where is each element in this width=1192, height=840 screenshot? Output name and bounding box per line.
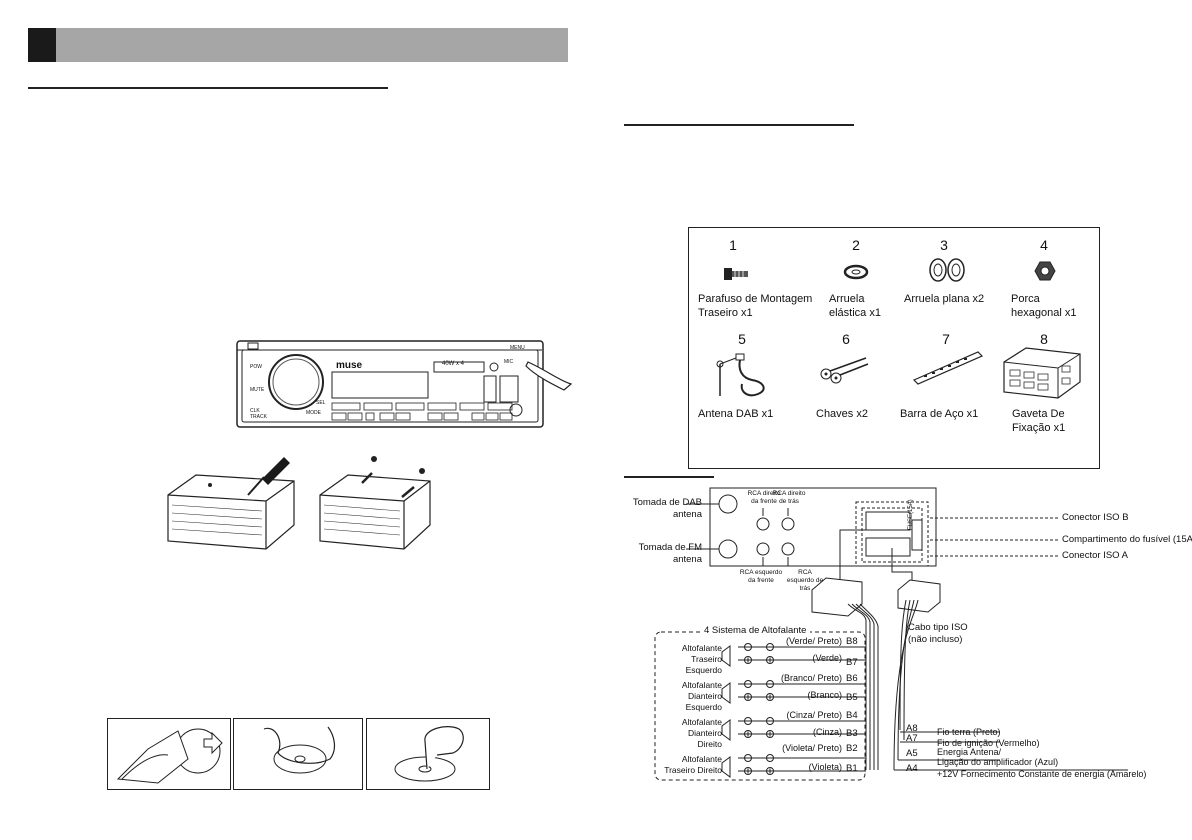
accessory-number: 7 — [942, 331, 950, 347]
fuse-compartment-label: Compartimento do fusível (15A) — [1062, 534, 1192, 545]
wire-color-label: (Cinza/ Preto) — [786, 710, 842, 720]
section-header-bar — [28, 28, 568, 62]
left-section-rule — [28, 87, 388, 89]
wire-color-label: (Verde) — [812, 653, 842, 663]
flat-washer-icon — [928, 256, 968, 284]
power-wire-label: Fio terra (Preto) — [937, 727, 1001, 737]
wire-color-label: (Violeta/ Preto) — [782, 743, 842, 753]
accessory-number: 3 — [940, 237, 948, 253]
disc-handling-panel-1 — [107, 718, 231, 790]
radio-menu-label: MENU — [510, 345, 525, 351]
rca-rear-right-label: RCA direito de trás — [772, 490, 806, 505]
steel-bar-icon — [912, 348, 984, 388]
power-wire-label: Fio de ignição (Vermelho) — [937, 738, 1040, 748]
radio-button-clk: CLK TRACK — [250, 408, 267, 420]
pin-label: B4 — [846, 710, 858, 721]
speaker-name: Altofalante Traseiro Direito — [664, 754, 722, 775]
accessory-label: Chaves x2 — [816, 408, 868, 420]
radio-button-sel: SEL — [316, 400, 326, 406]
iso-cable-label: Cabo tipo ISO — [908, 622, 968, 633]
radio-button-mode: MODE — [306, 410, 321, 416]
accessory-label: Gaveta De Fixação x1 — [1012, 408, 1066, 434]
spring-washer-icon — [842, 262, 870, 282]
power-wire-label: Ligação do amplificador (Azul) — [937, 757, 1059, 767]
pin-label: B7 — [846, 657, 858, 668]
speaker-name: Altofalante Dianteiro Esquerdo — [681, 680, 722, 712]
mounting-sleeve-icon — [1002, 346, 1082, 400]
dab-socket-label: Tomada de DAB antena — [632, 497, 702, 520]
power-pin-label: A5 — [906, 748, 918, 759]
iso-a-label: Conector ISO A — [1062, 550, 1129, 561]
accessory-number: 5 — [738, 331, 746, 347]
accessory-number: 4 — [1040, 237, 1048, 253]
power-pin-label: A7 — [906, 733, 918, 744]
radio-brand-logo: muse — [336, 360, 363, 371]
unit-screws-illustration — [318, 455, 438, 555]
accessory-label: Arruela elástica x1 — [829, 293, 881, 319]
speaker-name: Altofalante Dianteiro Direito — [681, 717, 722, 749]
accessory-number: 1 — [729, 237, 737, 253]
accessory-label: Porca hexagonal x1 — [1011, 293, 1077, 319]
accessory-number: 6 — [842, 331, 850, 347]
fuse-label: FUSE(15A) — [908, 499, 914, 530]
dab-antenna-icon — [712, 350, 772, 400]
radio-output-label: 40W x 4 — [442, 361, 465, 367]
accessory-number: 8 — [1040, 331, 1048, 347]
wire-color-label: (Branco/ Preto) — [780, 673, 842, 683]
wire-color-label: (Cinza) — [812, 727, 842, 737]
pin-label: B3 — [846, 728, 858, 739]
accessories-section-rule — [624, 124, 854, 126]
power-wire-label: +12V Fornecimento Constante de energia (… — [937, 769, 1147, 779]
screw-icon — [722, 260, 752, 286]
wire-color-label: (Branco) — [807, 690, 842, 700]
accessory-label: Parafuso de Montagem Traseiro x1 — [698, 293, 813, 319]
accessories-box — [688, 227, 1100, 469]
power-wire-label: Energia Antena/ — [937, 747, 1002, 757]
pin-label: B6 — [846, 673, 858, 684]
hex-nut-icon — [1034, 260, 1056, 282]
iso-cable-note: (não incluso) — [908, 634, 963, 645]
power-pin-label: A8 — [906, 723, 918, 734]
radio-button-pow: POW — [250, 364, 262, 370]
section-header-block — [28, 28, 56, 62]
pin-label: B2 — [846, 743, 858, 754]
iso-b-label: Conector ISO B — [1062, 512, 1129, 523]
radio-mic-label: MIC — [504, 359, 514, 365]
disc-handling-panel-3 — [366, 718, 490, 790]
car-radio-illustration: muse 40W x 4 POW MUTE CLK TRACK MODE SEL… — [236, 340, 573, 430]
pin-label: B1 — [846, 763, 858, 774]
rca-front-right-label: RCA direito da frente — [747, 490, 781, 505]
accessory-label: Barra de Aço x1 — [900, 408, 979, 420]
radio-button-mute: MUTE — [250, 387, 265, 393]
pin-label: B8 — [846, 636, 858, 647]
wire-color-label: (Verde/ Preto) — [785, 636, 842, 646]
wiring-section-rule — [624, 476, 714, 478]
fm-socket-label: Tomada de FM antena — [638, 542, 702, 565]
speaker-name: Altofalante Traseiro Esquerdo — [681, 643, 722, 675]
accessory-number: 2 — [852, 237, 860, 253]
keys-icon — [818, 356, 870, 386]
wire-color-label: (Violeta) — [808, 762, 842, 772]
accessory-label: Arruela plana x2 — [904, 293, 985, 305]
disc-handling-panel-2 — [233, 718, 363, 790]
rca-front-left-label: RCA esquerdo da frente — [739, 569, 783, 584]
pin-label: B5 — [846, 692, 858, 703]
rca-rear-left-label: RCA esquerdo de trás — [786, 569, 824, 592]
speaker-system-title: 4 Sistema de Altofalante — [700, 625, 811, 636]
power-pin-label: A4 — [906, 763, 918, 774]
accessory-label: Antena DAB x1 — [698, 408, 774, 420]
unit-screwdriver-illustration — [166, 455, 306, 555]
